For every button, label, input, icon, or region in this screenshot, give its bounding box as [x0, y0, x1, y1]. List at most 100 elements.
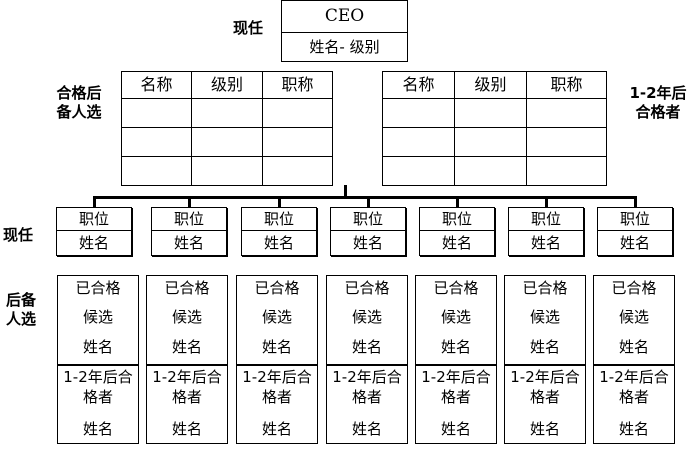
position-title: 职位 — [509, 208, 583, 231]
table-row — [382, 127, 607, 157]
table-cell — [382, 98, 455, 128]
left-candidate-table: 名称 级别 职称 — [121, 71, 333, 186]
table-cell — [262, 156, 333, 186]
ready-label: 已合格 — [344, 279, 390, 297]
future-label-line2: 格者 — [82, 388, 113, 406]
label-backup-line2: 人选 — [5, 310, 36, 328]
position-box: 职位姓名 — [419, 207, 495, 256]
table-cell — [191, 156, 263, 186]
candidate-label: 候选 — [618, 308, 649, 326]
connector-drop — [93, 196, 96, 208]
table-cell — [121, 127, 192, 157]
future-candidate-name: 姓名 — [82, 420, 113, 438]
right-table-header-level: 级别 — [454, 71, 527, 99]
future-label-line1: 1-2年后合 — [63, 368, 133, 386]
label-right-pool-line2: 合格者 — [635, 103, 681, 121]
label-current-top: 现任 — [233, 19, 264, 37]
position-holder-name: 姓名 — [441, 234, 472, 252]
future-candidate-name: 姓名 — [440, 420, 471, 438]
future-label-line1: 1-2年后合 — [510, 368, 580, 386]
candidate-label: 候选 — [529, 308, 560, 326]
connector-drop — [278, 196, 281, 208]
future-candidate-section: 1-2年后合格者姓名 — [416, 366, 496, 443]
connector-drop — [456, 196, 459, 208]
label-right-pool: 1-2年后 合格者 — [622, 84, 694, 122]
table-cell — [454, 127, 527, 157]
ready-candidate-section: 已合格候选姓名 — [237, 276, 317, 366]
future-label-line2: 格者 — [618, 388, 649, 406]
candidate-name: 姓名 — [351, 338, 382, 356]
ready-candidate-section: 已合格候选姓名 — [327, 276, 407, 366]
connector-horizontal — [93, 196, 637, 199]
position-holder-name: 姓名 — [263, 234, 294, 252]
left-table-header-title: 职称 — [262, 71, 333, 99]
right-table-header-name: 名称 — [382, 71, 455, 99]
position-title: 职位 — [152, 208, 226, 231]
table-cell — [262, 98, 333, 128]
label-backup: 后备 人选 — [2, 291, 40, 329]
future-label-line2: 格者 — [440, 388, 471, 406]
connector-drop — [188, 196, 191, 208]
future-label-line1: 1-2年后合 — [599, 368, 669, 386]
ready-label: 已合格 — [164, 279, 210, 297]
future-candidate-name: 姓名 — [171, 420, 202, 438]
label-backup-line1: 后备 — [5, 291, 36, 309]
label-left-pool-line2: 备人选 — [56, 103, 102, 121]
position-holder-name: 姓名 — [78, 234, 109, 252]
table-cell — [121, 156, 192, 186]
future-label-line1: 1-2年后合 — [332, 368, 402, 386]
future-label-line1: 1-2年后合 — [152, 368, 222, 386]
candidate-label: 候选 — [82, 308, 113, 326]
ready-label: 已合格 — [522, 279, 568, 297]
candidate-label: 候选 — [261, 308, 292, 326]
connector-drop — [634, 196, 637, 208]
candidate-label: 候选 — [440, 308, 471, 326]
table-row — [121, 127, 333, 157]
right-table-header-title: 职称 — [526, 71, 607, 99]
table-cell — [526, 98, 607, 128]
ready-candidate-section: 已合格候选姓名 — [594, 276, 674, 366]
future-label-line1: 1-2年后合 — [421, 368, 491, 386]
ready-label: 已合格 — [433, 279, 479, 297]
table-cell — [382, 127, 455, 157]
future-candidate-name: 姓名 — [351, 420, 382, 438]
connector-vertical-main — [344, 185, 347, 198]
position-box: 职位姓名 — [241, 207, 317, 256]
position-title: 职位 — [420, 208, 494, 231]
future-candidate-section: 1-2年后合格者姓名 — [58, 366, 138, 443]
position-holder-name: 姓名 — [619, 234, 650, 252]
position-holder-name: 姓名 — [530, 234, 561, 252]
future-label-line2: 格者 — [529, 388, 560, 406]
table-cell — [382, 156, 455, 186]
position-box: 职位姓名 — [151, 207, 227, 256]
future-label-line2: 格者 — [261, 388, 292, 406]
table-cell — [191, 98, 263, 128]
future-candidate-section: 1-2年后合格者姓名 — [147, 366, 227, 443]
position-holder-name: 姓名 — [173, 234, 204, 252]
candidate-name: 姓名 — [82, 338, 113, 356]
ceo-title: CEO — [282, 1, 407, 33]
position-title: 职位 — [598, 208, 672, 231]
position-holder-name: 姓名 — [352, 234, 383, 252]
ready-label: 已合格 — [75, 279, 121, 297]
right-candidate-table: 名称 级别 职称 — [382, 71, 607, 186]
ready-label: 已合格 — [611, 279, 657, 297]
future-candidate-name: 姓名 — [618, 420, 649, 438]
ceo-name-level: 姓名- 级别 — [309, 38, 380, 56]
connector-drop — [545, 196, 548, 208]
ready-candidate-section: 已合格候选姓名 — [505, 276, 585, 366]
position-box: 职位姓名 — [56, 207, 132, 256]
table-row — [121, 156, 333, 186]
ready-label: 已合格 — [254, 279, 300, 297]
left-table-header-name: 名称 — [121, 71, 192, 99]
candidate-name: 姓名 — [618, 338, 649, 356]
table-cell — [526, 127, 607, 157]
future-candidate-section: 1-2年后合格者姓名 — [505, 366, 585, 443]
position-title: 职位 — [57, 208, 131, 231]
